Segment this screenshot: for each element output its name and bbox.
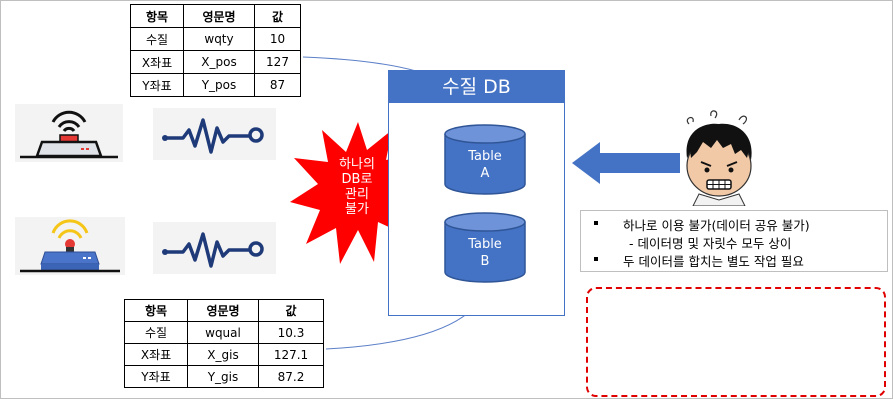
note-line-2: - 데이터명 및 자릿수 모두 상이: [629, 236, 792, 251]
database-cylinder-b: [444, 212, 526, 283]
table-cell: X_gis: [187, 343, 259, 366]
table-cell: 10.3: [258, 321, 324, 344]
table-cell: 87: [254, 73, 301, 97]
table-row: 수질 wqty 10: [130, 27, 301, 51]
burst-label: 하나의 DB로 관리 불가: [322, 157, 392, 217]
col-header-item: 항목: [130, 4, 184, 28]
table-row: Y좌표 Y_pos 87: [130, 73, 301, 97]
col-header-item: 항목: [124, 299, 188, 322]
table-b-id: B: [480, 254, 490, 269]
table-cell: X_pos: [183, 50, 255, 74]
bullet-icon: [594, 221, 598, 225]
table-cell: 수질: [130, 27, 184, 51]
table-cell: Y_gis: [187, 365, 259, 388]
burst-line: 하나의: [339, 157, 375, 172]
bullet-icon: [594, 257, 598, 261]
database-cylinder-a: [444, 124, 526, 195]
table-cell: Y_pos: [183, 73, 255, 97]
table-cell: Y좌표: [124, 365, 188, 388]
table-cell: X좌표: [130, 50, 184, 74]
table-a-name: Table: [468, 149, 502, 164]
sensor-yellow-icon: [15, 217, 125, 279]
col-header-name: 영문명: [183, 4, 255, 28]
table-row: X좌표 X_pos 127: [130, 50, 301, 74]
table-b-name: Table: [468, 237, 502, 252]
signal-wave-icon: [153, 108, 276, 164]
left-arrow-icon: [572, 142, 680, 184]
frustrated-person-icon: [686, 110, 752, 206]
table-a-label: Table A: [445, 148, 525, 182]
spec-table-top: 항목 영문명 값 수질 wqty 10 X좌표 X_pos 127 Y좌표 Y_…: [130, 4, 301, 97]
table-row: Y좌표 Y_gis 87.2: [124, 365, 324, 388]
table-cell: 10: [254, 27, 301, 51]
table-b-label: Table B: [445, 236, 525, 270]
table-cell: 87.2: [258, 365, 324, 388]
col-header-value: 값: [254, 4, 301, 28]
burst-line: 불가: [345, 202, 369, 217]
table-cell: wqty: [183, 27, 255, 51]
table-cell: wqual: [187, 321, 259, 344]
table-cell: 127: [254, 50, 301, 74]
table-cell: X좌표: [124, 343, 188, 366]
table-cell: Y좌표: [130, 73, 184, 97]
col-header-name: 영문명: [187, 299, 259, 322]
table-row: X좌표 X_gis 127.1: [124, 343, 324, 366]
table-cell: 수질: [124, 321, 188, 344]
burst-line: DB로: [341, 172, 373, 187]
table-a-id: A: [480, 166, 490, 181]
issue-note-box: 하나로 이용 불가(데이터 공유 불가) - 데이터명 및 자릿수 모두 상이 …: [580, 210, 888, 272]
table-cell: 127.1: [258, 343, 324, 366]
signal-wave-icon: [153, 222, 276, 278]
burst-line: 관리: [345, 187, 369, 202]
dashed-placeholder-box: [586, 287, 886, 397]
sensor-red-icon: [15, 104, 123, 166]
note-line-1: 하나로 이용 불가(데이터 공유 불가): [623, 218, 810, 233]
db-title: 수질 DB: [389, 71, 564, 103]
table-row: 수질 wqual 10.3: [124, 321, 324, 344]
note-line-3: 두 데이터를 합치는 별도 작업 필요: [623, 254, 804, 269]
spec-table-bottom: 항목 영문명 값 수질 wqual 10.3 X좌표 X_gis 127.1 Y…: [124, 299, 324, 388]
col-header-value: 값: [258, 299, 324, 322]
